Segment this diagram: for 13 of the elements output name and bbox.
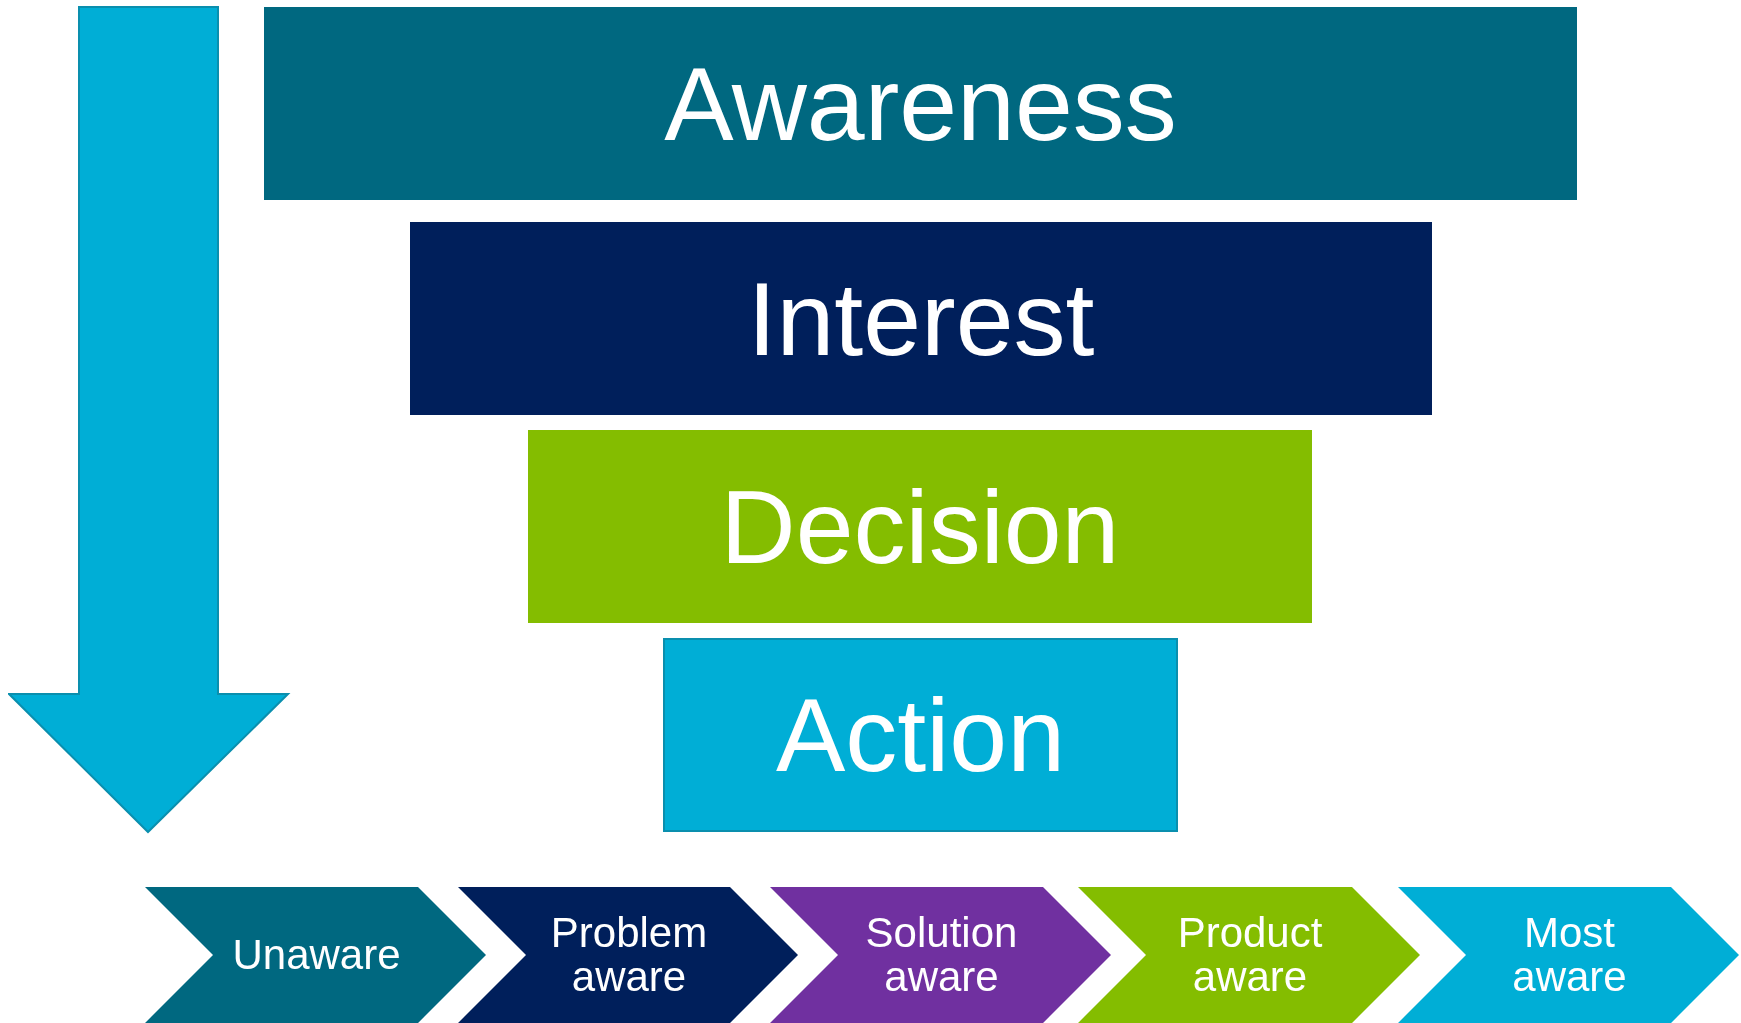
step-label: Problem aware [549,910,709,1000]
stage-label: Decision [720,474,1120,579]
funnel-stage-bar [264,7,1577,200]
funnel-stage-bar [410,222,1432,415]
step-label: Unaware [231,932,402,978]
funnel-stage-bar [663,638,1178,832]
stage-label: Awareness [664,51,1177,156]
step-label: Most aware [1511,910,1628,1000]
stage-label: Action [775,683,1065,787]
step-label: Product aware [1176,910,1324,1000]
stage-label: Interest [747,266,1095,371]
step-label: Solution aware [864,910,1019,1000]
funnel-stage-bar [528,430,1312,623]
